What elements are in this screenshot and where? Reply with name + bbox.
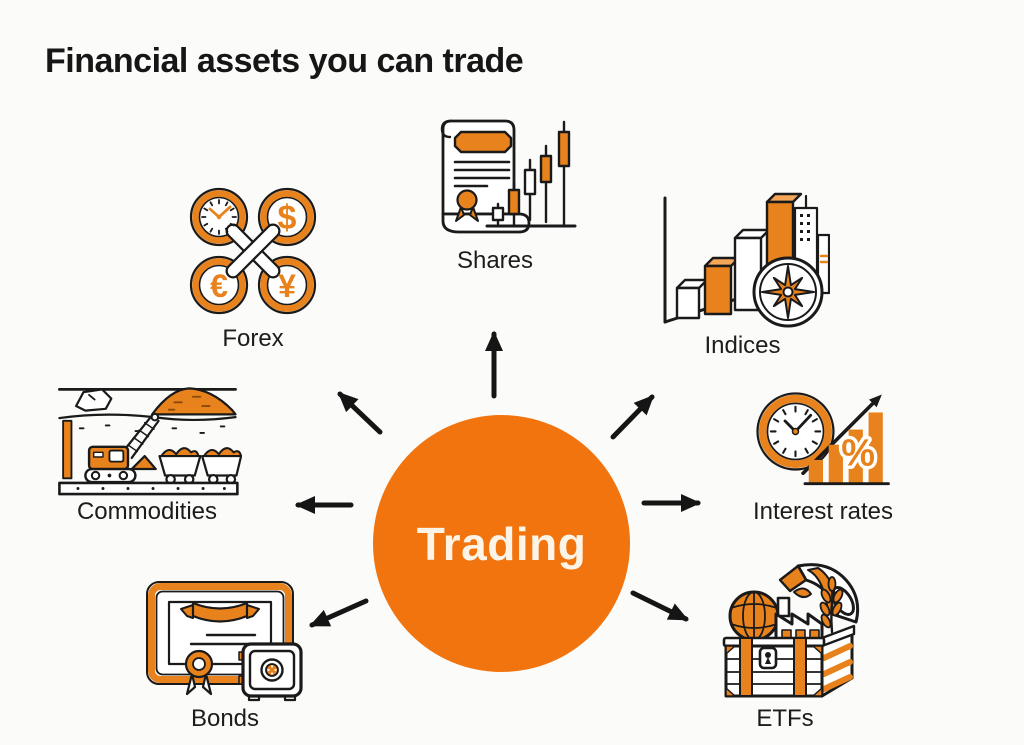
- commodities-icon: [58, 387, 242, 496]
- node-etfs: ETFs: [705, 558, 865, 733]
- node-shares: Shares: [405, 110, 585, 275]
- seal-icon: [455, 189, 478, 211]
- wheat-icon: [819, 576, 844, 634]
- ore-pile-icon: [150, 387, 237, 416]
- node-indices: Indices: [650, 180, 835, 360]
- percent-icon: %: [841, 433, 875, 475]
- rock-icon: [74, 388, 113, 412]
- compass-icon: [752, 256, 824, 328]
- label-indices: Indices: [704, 332, 781, 359]
- node-interest-rates: % Interest rates: [738, 384, 908, 526]
- arrow-to-indices: [610, 394, 655, 440]
- globe-icon: [728, 590, 780, 642]
- label-commodities: Commodities: [76, 498, 218, 525]
- trading-hub-circle: Trading: [373, 415, 630, 672]
- factory-icon: [774, 587, 824, 644]
- label-bonds: Bonds: [190, 705, 260, 732]
- page-title: Financial assets you can trade: [45, 42, 524, 80]
- euro-icon: €: [210, 268, 228, 304]
- crane-icon: [84, 412, 160, 484]
- label-shares: Shares: [456, 247, 534, 274]
- forex-icon: $ € ¥: [189, 187, 317, 315]
- node-forex: $ € ¥ Forex: [168, 183, 338, 353]
- label-forex: Forex: [222, 325, 284, 352]
- bar-chart-icon: [808, 412, 883, 483]
- chest-base-icon: [722, 624, 856, 698]
- dollar-icon: $: [278, 199, 297, 237]
- mine-cart-icon: [158, 447, 242, 485]
- etfs-icon: [722, 563, 860, 698]
- arrow-to-etfs: [630, 590, 689, 622]
- clock-icon: [201, 199, 237, 235]
- banner-icon: [191, 601, 248, 623]
- bonds-icon: [145, 581, 303, 702]
- interest-rates-icon: %: [756, 392, 890, 486]
- node-commodities: Commodities: [52, 380, 242, 526]
- indices-icon: [663, 192, 830, 328]
- yen-icon: ¥: [278, 268, 296, 304]
- candlestick-chart-icon: [485, 120, 576, 228]
- shares-icon: [440, 119, 576, 234]
- arrow-to-bonds: [309, 598, 369, 628]
- arrow-to-forex: [337, 391, 383, 435]
- trading-hub-label: Trading: [416, 517, 587, 570]
- node-bonds: Bonds: [140, 578, 310, 733]
- safe-icon: [237, 642, 303, 702]
- label-etfs: ETFs: [756, 705, 814, 732]
- clock-icon: [756, 392, 835, 471]
- label-interest-rates: Interest rates: [752, 498, 894, 525]
